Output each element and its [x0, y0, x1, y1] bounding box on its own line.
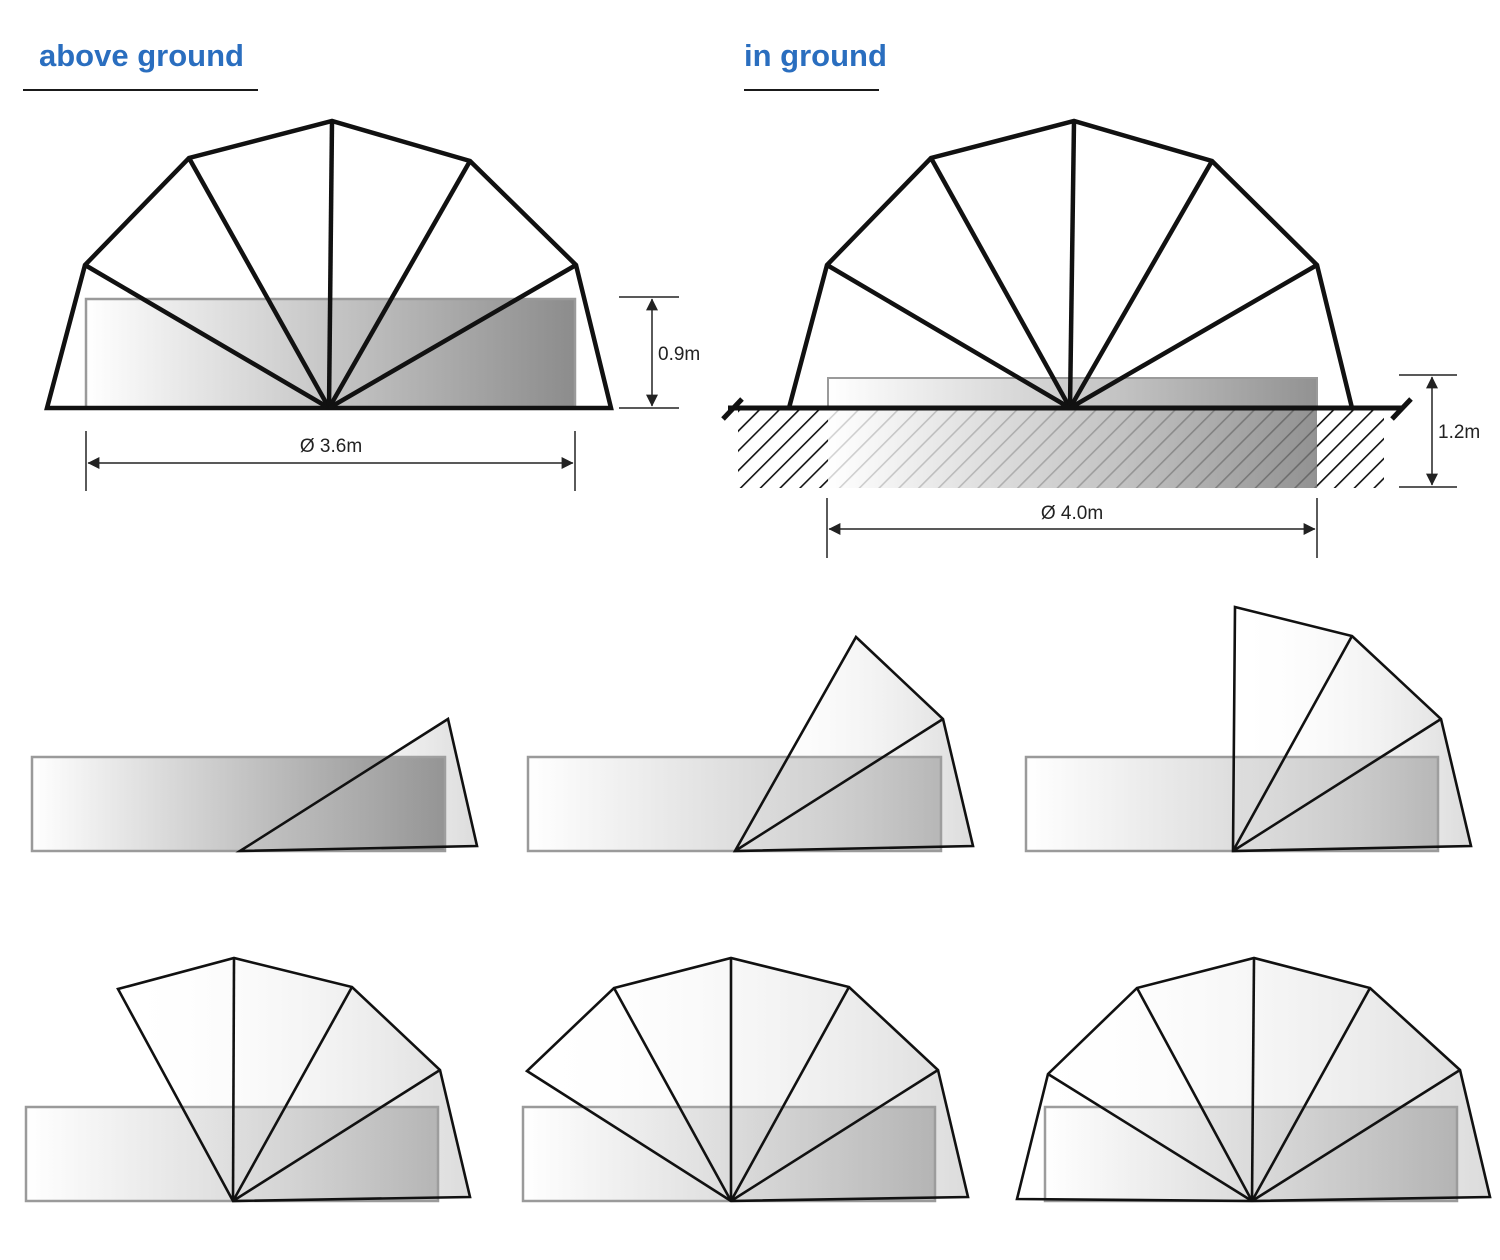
in-ground-view: 1.2m Ø 4.0m: [721, 118, 1480, 558]
in-ground-diameter-label: Ø 4.0m: [1041, 503, 1103, 524]
heading-in-ground: in ground: [744, 38, 887, 73]
in-ground-diameter-dimension: Ø 4.0m: [826, 498, 1318, 558]
above-ground-dome-frame: [44, 118, 614, 411]
heading-above-ground: above ground: [39, 38, 244, 73]
above-ground-diameter-dimension: Ø 3.6m: [85, 431, 576, 491]
assembly-step-3: [1024, 605, 1473, 853]
above-ground-height-dimension: 0.9m: [619, 296, 700, 409]
heading-above-ground-underline: [23, 89, 258, 91]
above-ground-height-label: 0.9m: [658, 344, 700, 365]
above-ground-diameter-label: Ø 3.6m: [300, 436, 362, 457]
assembly-step-6: [1015, 956, 1492, 1203]
heading-in-ground-underline: [744, 89, 879, 91]
in-ground-dome-frame: [786, 118, 1355, 410]
assembly-step-1: [30, 716, 479, 853]
in-ground-depth-label: 1.2m: [1438, 422, 1480, 443]
assembly-step-4: [24, 956, 472, 1203]
in-ground-ground-line: [721, 397, 1413, 421]
in-ground-depth-dimension: 1.2m: [1399, 374, 1480, 488]
above-ground-view: 0.9m Ø 3.6m: [44, 118, 700, 491]
assembly-step-5: [521, 956, 970, 1203]
in-ground-pool: [828, 378, 1317, 488]
assembly-step-2: [526, 634, 975, 853]
